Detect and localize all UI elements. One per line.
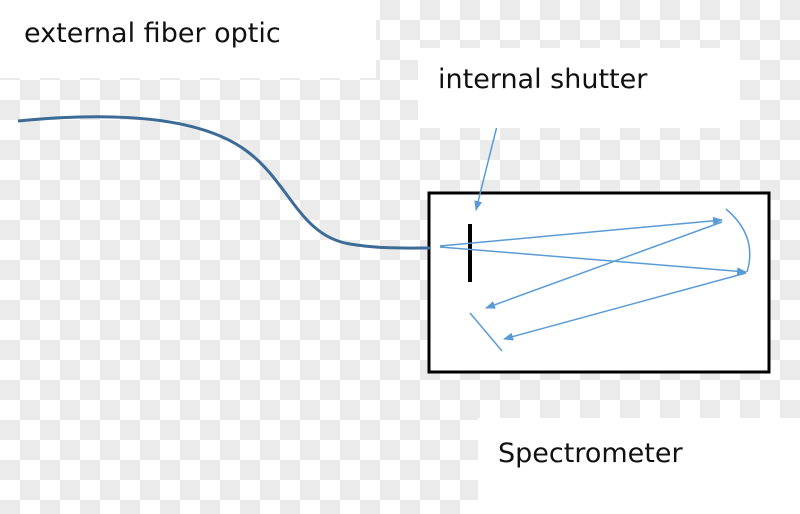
shutter-label-text: internal shutter (438, 64, 648, 95)
curved-mirror (725, 208, 751, 273)
spectrometer-label-text: Spectrometer (498, 438, 683, 469)
shutter-label: internal shutter (418, 48, 740, 128)
spectrometer-label: Spectrometer (478, 418, 800, 514)
fiber-optic-label: external fiber optic (0, 0, 376, 78)
shutter-callout-arrow (474, 121, 499, 211)
detector-line (469, 312, 503, 352)
fiber-optic-cable (17, 115, 431, 250)
fiber-optic-label-text: external fiber optic (24, 18, 281, 49)
light-ray-to-upper-mirror (439, 216, 723, 247)
light-ray-from-upper-mirror (485, 221, 723, 309)
light-ray-from-lower-mirror (503, 272, 747, 341)
light-ray-to-lower-mirror (439, 246, 747, 276)
